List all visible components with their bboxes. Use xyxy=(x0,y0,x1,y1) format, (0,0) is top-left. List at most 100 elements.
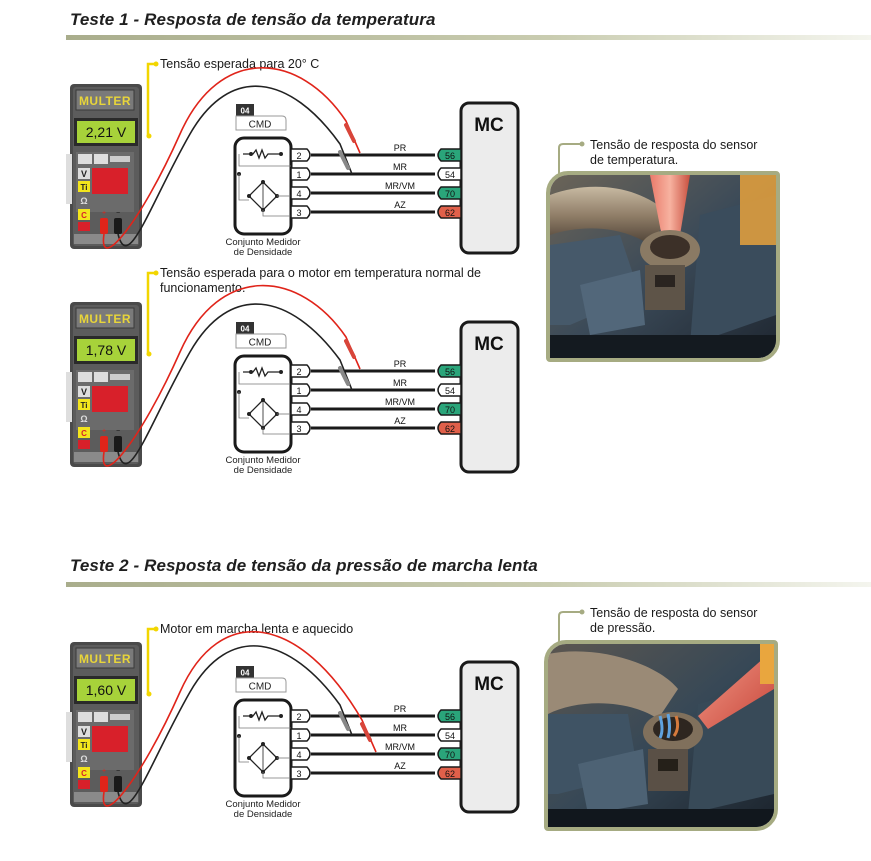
brand-plate xyxy=(75,647,135,669)
component-pin-number: 3 xyxy=(296,424,301,434)
module-pin-number: 56 xyxy=(445,367,455,377)
internal-trace xyxy=(262,772,291,779)
module-pin-number: 62 xyxy=(445,208,455,218)
function-icon xyxy=(110,714,130,720)
brand-plate xyxy=(75,307,135,329)
component-code-tab xyxy=(235,333,287,349)
mode-c-button xyxy=(78,209,90,220)
component-name-line-2: de Densidade xyxy=(234,465,293,476)
mode-v-button xyxy=(78,168,90,179)
thermistor-symbol xyxy=(243,148,281,160)
wire-color-label: AZ xyxy=(394,200,406,210)
component-pin-tab xyxy=(290,383,311,397)
jack-positive-label: + xyxy=(102,210,106,217)
module-pin-tab xyxy=(437,728,462,742)
lcd-screen xyxy=(77,339,135,361)
component-pin-number: 1 xyxy=(296,170,301,180)
function-icon xyxy=(110,374,130,380)
component-pin-tab xyxy=(290,421,311,435)
mode-ti-button xyxy=(78,739,90,750)
module-pin-number: 54 xyxy=(445,386,455,396)
callout-leader-line xyxy=(146,271,156,356)
caption-line-1: Tensão de resposta do sensor xyxy=(590,138,758,152)
module-pin-tab xyxy=(437,364,462,378)
hold-button xyxy=(78,222,90,231)
photo-caption: Tensão de resposta do sensor de pressão. xyxy=(590,606,757,636)
node-dot xyxy=(247,756,251,760)
hold-button xyxy=(78,440,90,449)
black-probe-lead xyxy=(117,85,353,247)
module-pin-number: 62 xyxy=(445,424,455,434)
connector-number: 04 xyxy=(241,325,250,334)
callout-leader-line xyxy=(146,627,156,696)
meter-brand: MULTER xyxy=(79,312,131,326)
callout-leader-dot xyxy=(153,61,159,67)
connector-number-badge xyxy=(236,322,254,334)
component-pin-number: 3 xyxy=(296,208,301,218)
meter-brand: MULTER xyxy=(79,652,131,666)
wire-color-label: MR xyxy=(393,723,407,733)
mode-ohm-label: Ω xyxy=(80,414,87,424)
module-pin-number: 70 xyxy=(445,750,455,760)
test-2-title: Teste 2 - Resposta de tensão da pressão … xyxy=(70,556,538,575)
wire-color-label: MR xyxy=(393,162,407,172)
test-1-title: Teste 1 - Resposta de tensão da temperat… xyxy=(70,10,436,29)
module-pin-number: 70 xyxy=(445,405,455,415)
internal-trace xyxy=(238,392,249,419)
component-pin-tab xyxy=(290,747,311,761)
jack-strip xyxy=(74,234,138,244)
callout-leader-dot xyxy=(153,626,159,632)
mode-ti-label: Ti xyxy=(81,401,88,410)
node-dot xyxy=(249,370,253,374)
component-code: CMD xyxy=(249,338,272,349)
mode-ti-button xyxy=(78,399,90,410)
meter-reading: 2,21 V xyxy=(86,124,127,140)
red-probe-plug xyxy=(100,776,108,792)
wire-color-label: MR/VM xyxy=(385,181,415,191)
mode-ohm-label: Ω xyxy=(80,754,87,764)
function-icon xyxy=(94,154,108,164)
mode-v-button xyxy=(78,386,90,397)
caption-line-2: de temperatura. xyxy=(590,153,679,167)
connector-number-badge xyxy=(236,104,254,116)
internal-trace xyxy=(238,154,291,167)
mode-c-label: C xyxy=(81,211,87,220)
connector-number: 04 xyxy=(241,107,250,116)
red-probe-lead xyxy=(102,284,361,467)
component-pin-tab xyxy=(290,205,311,219)
red-probe-plug xyxy=(100,436,108,452)
photo-caption: Tensão de resposta do sensor de temperat… xyxy=(590,138,757,168)
node-dot xyxy=(261,742,265,746)
node-dot xyxy=(261,398,265,402)
node-dot xyxy=(249,152,253,156)
component-pin-number: 3 xyxy=(296,769,301,779)
multimeter-side-grip xyxy=(66,712,72,762)
component-pin-tab xyxy=(290,186,311,200)
wire-color-label: AZ xyxy=(394,416,406,426)
black-probe-plug xyxy=(114,776,122,792)
node-dot xyxy=(247,194,251,198)
connector-number: 04 xyxy=(241,669,250,678)
mode-v-button xyxy=(78,726,90,737)
node-dot xyxy=(279,370,283,374)
component-pin-number: 2 xyxy=(296,712,301,722)
component-name-line-2: de Densidade xyxy=(234,809,293,820)
connector-number-badge xyxy=(236,666,254,678)
title-divider xyxy=(66,35,871,40)
module-pin-tab xyxy=(437,148,462,162)
red-probe-lead xyxy=(102,67,361,249)
node-dot xyxy=(279,714,283,718)
black-probe-tip xyxy=(338,366,350,386)
mode-ti-label: Ti xyxy=(81,183,88,192)
mode-v-label: V xyxy=(81,387,87,397)
lcd-screen xyxy=(77,121,135,143)
component-pin-number: 4 xyxy=(296,750,301,760)
internal-trace xyxy=(238,174,249,201)
caption-line-2: de pressão. xyxy=(590,621,656,635)
wire-color-label: MR/VM xyxy=(385,742,415,752)
node-dot xyxy=(261,180,265,184)
multimeter-side-grip xyxy=(66,154,72,204)
